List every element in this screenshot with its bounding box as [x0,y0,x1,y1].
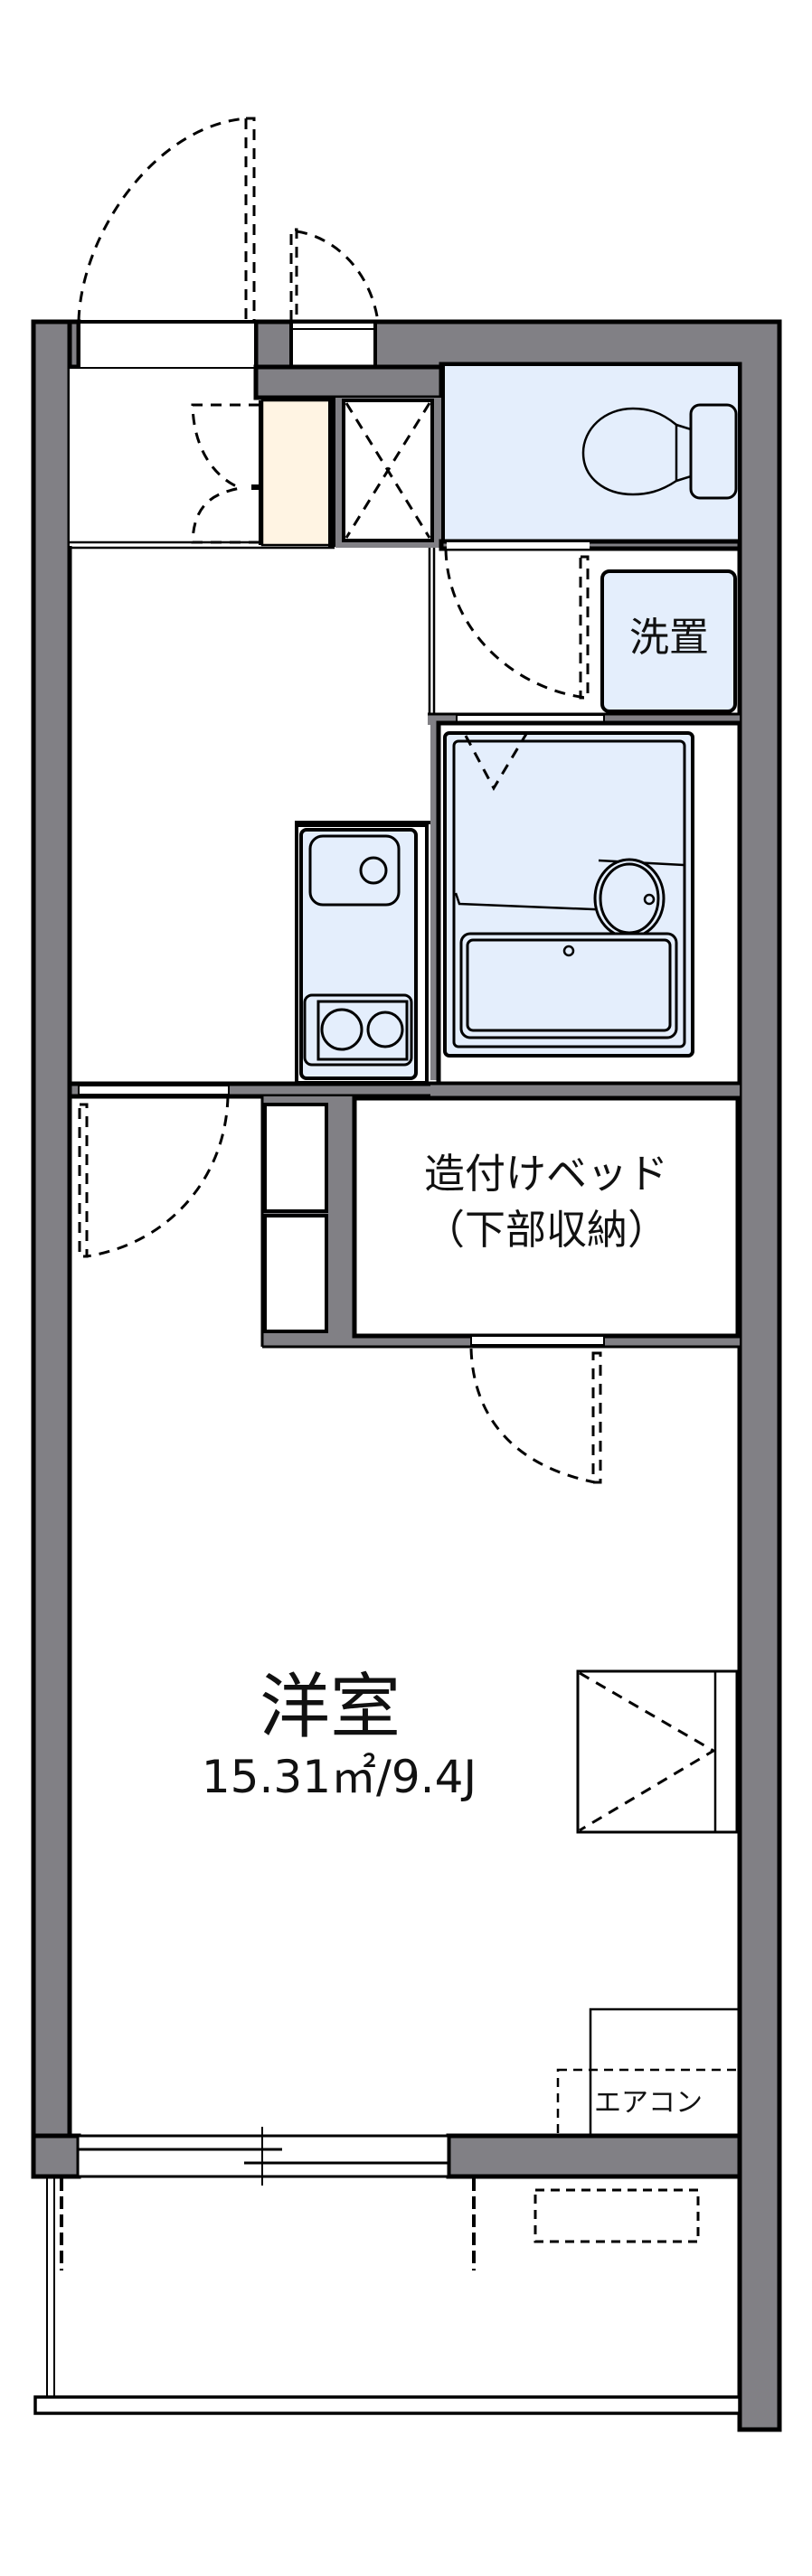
bed-storage-door-icon [469,1348,602,1484]
closet-icon [263,1103,328,1333]
kitchen [295,821,430,1085]
closet-corner [589,2007,740,2136]
genkan [70,364,444,550]
balcony [33,2176,741,2415]
room-area: 15.31㎡/9.4J [201,1751,477,1803]
divider-wall [67,1081,742,1258]
built-in-bed-line2: （下部収納） [423,1206,668,1254]
toilet-icon [581,403,738,500]
western-room [556,1669,741,2138]
balcony-outdoor-unit-icon [533,2188,700,2243]
entrance [70,117,380,391]
entrance-door-icon [77,117,256,322]
bathroom [428,712,742,1092]
meter-box-door-icon [289,228,380,323]
built-in-bed [352,1095,741,1339]
washer-space-icon [600,569,737,713]
room-door-icon [78,1095,230,1258]
toilet-room [439,362,742,700]
built-in-bed-line1: 造付けベッド [423,1150,668,1198]
kitchen-sink-icon [308,834,401,907]
fridge-space-icon [576,1669,739,1834]
room-name: 洋室 [259,1667,401,1748]
air-conditioner-label: エアコン [594,2087,703,2119]
built-in-bed-label: 造付けベッド （下部収納） [354,1146,738,1258]
shoe-cabinet-icon [191,398,335,547]
washer-space-label: 洗置 [629,615,709,661]
pipe-shaft-icon [335,398,441,548]
unit-bath-icon [443,731,694,1058]
kitchen-counter [295,821,430,1085]
sliding-window-icon [31,2127,450,2186]
balcony-railing [33,2395,741,2415]
washroom [428,548,737,719]
stove-icon [303,993,413,1067]
toilet-door-icon [444,549,590,700]
storage-block [260,1095,741,1484]
